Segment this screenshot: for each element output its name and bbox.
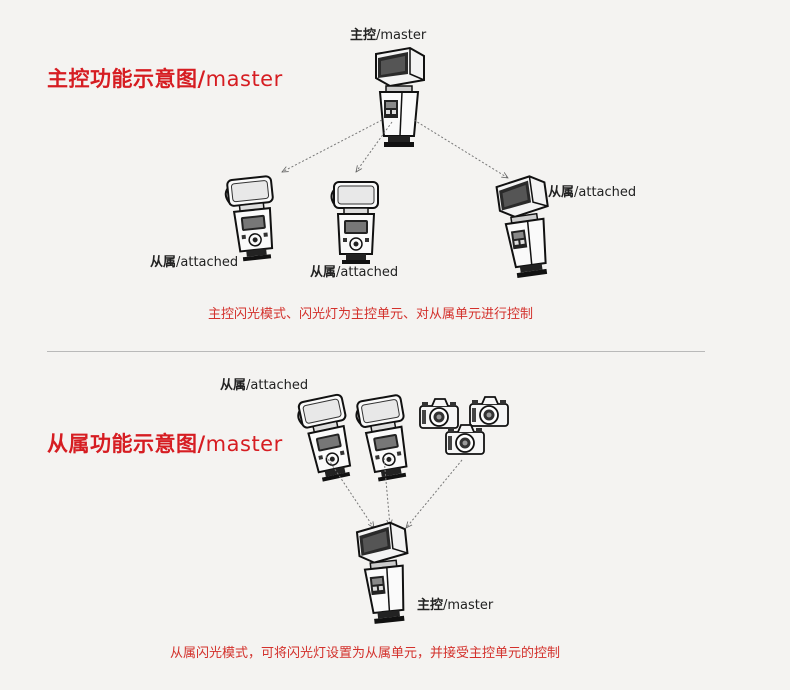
master-flash-icon	[375, 47, 425, 148]
master-label-bottom: 主控/master	[417, 594, 493, 613]
slave-label-left: 从属/attached	[150, 251, 238, 270]
section1-heading: 主控功能示意图/master	[47, 63, 283, 93]
arrow-from-slave-2	[383, 457, 390, 526]
master-label-bottom-cn: 主控	[417, 598, 444, 613]
master-to-slave-arrows	[282, 119, 508, 178]
master-label-top: 主控/master	[350, 24, 426, 43]
camera-3-icon	[445, 424, 485, 455]
slave-flash-2-icon	[353, 393, 416, 485]
arrow-from-cameras	[406, 459, 463, 528]
slave-label-right-en: /attached	[574, 185, 637, 200]
slave-label-mid-cn: 从属	[310, 265, 337, 280]
slave-label-right: 从属/attached	[548, 181, 636, 200]
section1-heading-en: master	[205, 67, 283, 91]
slave-label-left-cn: 从属	[150, 255, 177, 270]
section2-heading-en: master	[205, 432, 283, 456]
master-label-top-cn: 主控	[350, 28, 377, 43]
section1-heading-cn: 主控功能示意图/	[47, 67, 206, 91]
arrow-to-slave-right	[413, 119, 508, 178]
slave-flash-left-icon	[223, 174, 281, 264]
camera-2-icon	[469, 396, 509, 427]
slave-flash-1-icon	[294, 392, 359, 485]
master-label-bottom-en: /master	[443, 598, 494, 613]
slave-to-master-arrows	[325, 455, 463, 528]
slave-label-left-en: /attached	[176, 255, 239, 270]
master-flash-bottom-icon	[355, 520, 416, 626]
slave-label-group-en: /attached	[246, 378, 309, 393]
slave-label-mid-en: /attached	[336, 265, 399, 280]
arrow-to-slave-left	[282, 119, 383, 172]
arrow-from-slave-1	[325, 455, 374, 528]
master-label-top-en: /master	[376, 28, 427, 43]
camera-1-icon	[419, 398, 459, 429]
section-divider	[47, 351, 705, 352]
slave-flash-right-icon	[494, 173, 559, 281]
slave-label-group: 从属/attached	[220, 374, 308, 393]
slave-label-group-cn: 从属	[220, 378, 247, 393]
slave-label-mid: 从属/attached	[310, 261, 398, 280]
slave-label-right-cn: 从属	[548, 185, 575, 200]
section2-heading-cn: 从属功能示意图/	[47, 432, 206, 456]
slave-flash-mid-icon	[330, 181, 379, 265]
section1-caption: 主控闪光模式、闪光灯为主控单元、对从属单元进行控制	[208, 307, 534, 322]
section2-caption: 从属闪光模式，可将闪光灯设置为从属单元，并接受主控单元的控制	[170, 646, 561, 661]
section2-heading: 从属功能示意图/master	[47, 428, 283, 458]
